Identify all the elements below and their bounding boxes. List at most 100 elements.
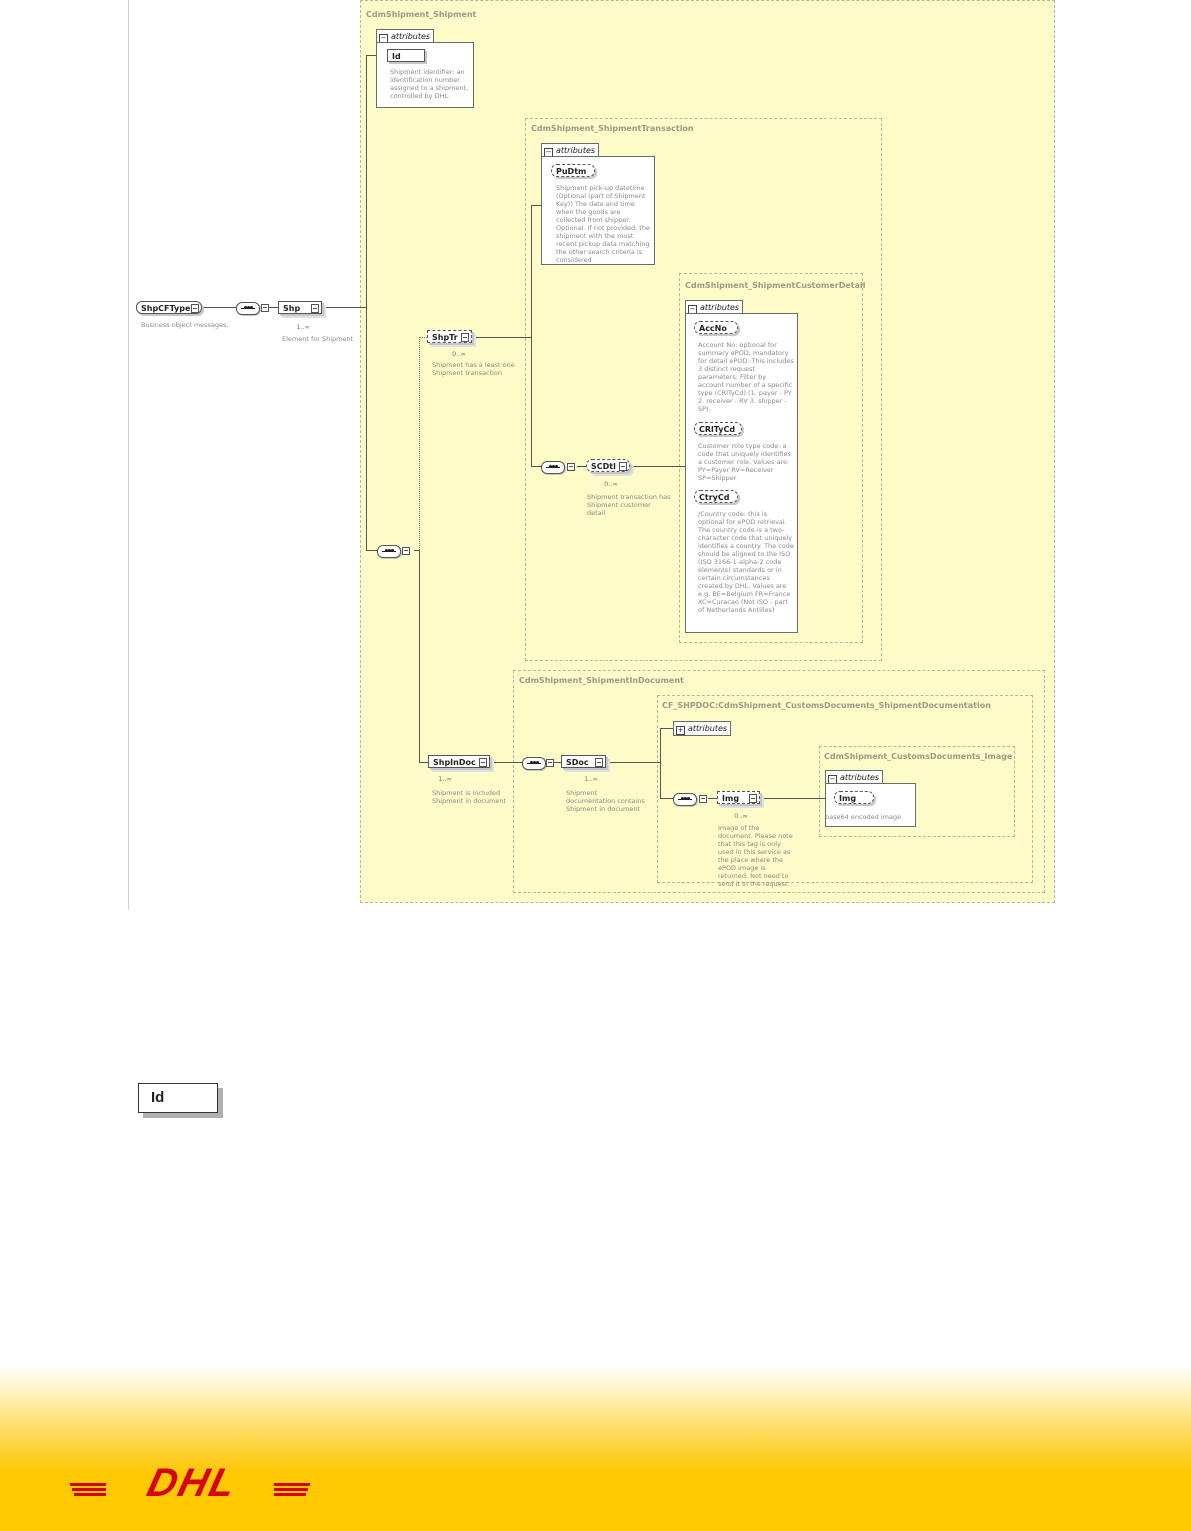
connector-tr-seq: [531, 466, 541, 467]
connector-shp-out: [322, 307, 366, 308]
expand-icon: [461, 333, 469, 342]
sequence-compositor[interactable]: [522, 757, 546, 770]
attributes-label: attributes: [840, 773, 880, 782]
node-shptr[interactable]: ShpTr: [427, 330, 472, 343]
node-shpcftype-desc: Business object messages.: [141, 321, 229, 329]
node-img-card: 0..∞: [734, 812, 748, 820]
connector-doc-attrs: [660, 728, 673, 729]
customer-attributes-box: [685, 313, 798, 633]
sequence-expand-icon[interactable]: [402, 547, 410, 555]
sequence-compositor[interactable]: [236, 302, 260, 315]
connector-branch-shpindoc: [419, 550, 420, 762]
connector-seq4-sdoc: [554, 762, 561, 763]
attr-id[interactable]: Id: [387, 49, 425, 62]
connector-doc-trunk: [660, 728, 661, 798]
node-shpindoc-desc: Shipment is included Shipment in documen…: [432, 789, 507, 805]
sequence-expand-icon[interactable]: [699, 795, 707, 803]
transaction-attributes-box: [541, 156, 655, 265]
sequence-expand-icon[interactable]: [261, 304, 269, 312]
customer-attributes-tab[interactable]: −attributes: [685, 300, 744, 314]
node-scdtl-desc: Shipment transaction has Shipment custom…: [587, 493, 671, 517]
node-shp[interactable]: Shp: [278, 301, 322, 314]
attributes-label: attributes: [391, 32, 431, 41]
dhl-logo: DHL: [70, 1460, 310, 1505]
customs-group-title: CF_SHPDOC:CdmShipment_CustomsDocuments_S…: [662, 701, 991, 710]
connector-branch-shptr: [419, 337, 420, 550]
connector-scdtl-out: [630, 466, 685, 467]
sequence-expand-icon[interactable]: [567, 463, 575, 471]
expand-icon: [479, 758, 487, 767]
attributes-label: attributes: [688, 724, 728, 733]
attr-img-desc: base64 encoded image: [825, 813, 902, 821]
connector-shptr-out: [472, 337, 531, 338]
attr-pudtm[interactable]: PuDtm: [551, 164, 595, 177]
connector-tr-attrs: [531, 205, 541, 206]
node-scdtl-card: 0..∞: [604, 480, 618, 488]
node-shp-desc: Element for Shipment: [282, 335, 354, 343]
expand-icon: [619, 462, 627, 471]
node-img[interactable]: Img: [717, 791, 760, 804]
diagram-left-border: [128, 0, 129, 910]
connector-to-seq2: [366, 550, 377, 551]
node-img-desc: Image of the document. Please note that …: [718, 824, 793, 888]
expand-icon: [311, 304, 319, 313]
customs-attributes-tab[interactable]: +attributes: [673, 721, 732, 736]
connector-seq5-img: [708, 798, 717, 799]
attr-crltycd-desc: Customer role type code: a code that uni…: [698, 442, 791, 482]
connector-tr-trunk: [531, 205, 532, 467]
customer-group-border: [679, 273, 863, 643]
footer-band: [0, 1365, 1191, 1531]
connector-sdoc-out: [606, 762, 660, 763]
connector-trunk: [366, 55, 367, 550]
transaction-group-border: [525, 118, 882, 661]
node-shpcftype[interactable]: ShpCFType: [136, 301, 202, 314]
shipment-attributes-tab[interactable]: −attributes: [376, 29, 435, 43]
image-group-title: CdmShipment_CustomsDocuments_Image: [824, 752, 1013, 761]
indoc-group-title: CdmShipment_ShipmentInDocument: [519, 676, 684, 685]
customer-group-title: CdmShipment_ShipmentCustomerDetail: [685, 281, 866, 290]
connector-seq2-out: [414, 550, 420, 551]
connector-to-shpindoc: [419, 762, 428, 763]
sequence-compositor[interactable]: [541, 461, 565, 474]
indoc-group-border: [513, 670, 1045, 893]
attr-ctrycd[interactable]: CtryCd: [694, 490, 738, 503]
sequence-compositor[interactable]: [673, 793, 697, 806]
node-shpindoc-card: 1..∞: [438, 775, 452, 783]
connector-img-out: [760, 798, 825, 799]
node-shp-card: 1..∞: [296, 323, 310, 331]
connector-seq-shp: [266, 307, 278, 308]
node-shpindoc[interactable]: ShpInDoc: [428, 755, 490, 768]
node-scdtl[interactable]: SCDtl: [586, 459, 630, 472]
expand-icon: [749, 794, 757, 803]
transaction-group-title: CdmShipment_ShipmentTransaction: [531, 124, 694, 133]
attributes-label: attributes: [556, 146, 596, 155]
attr-id-desc: Shipment identifier: an identification n…: [390, 68, 469, 100]
image-attributes-tab[interactable]: −attributes: [825, 770, 884, 784]
attr-img[interactable]: Img: [834, 791, 874, 804]
node-sdoc-desc: Shipment documentation contains Shipment…: [566, 789, 645, 813]
node-sdoc[interactable]: SDoc: [561, 755, 606, 768]
connector-to-attrs: [366, 55, 376, 56]
dhl-logo-text: DHL: [143, 1461, 242, 1501]
shipment-group-border: [360, 0, 1055, 903]
connector-root-seq: [203, 307, 236, 308]
image-attributes-box: [825, 783, 916, 827]
attr-crltycd[interactable]: CRlTyCd: [694, 422, 742, 435]
customs-group-border: [657, 695, 1033, 883]
connector-doc-seq: [660, 798, 673, 799]
sequence-expand-icon[interactable]: [546, 759, 554, 767]
attr-ctrycd-desc: /Country code: this is optional for ePOD…: [698, 510, 794, 614]
connector-seq3-scdtl: [577, 466, 586, 467]
dhl-logo-mark: DHL: [70, 1460, 310, 1505]
expand-icon: [191, 304, 199, 313]
attr-accno[interactable]: AccNo: [694, 321, 738, 334]
connector-shpindoc-out: [490, 762, 522, 763]
transaction-attributes-tab[interactable]: −attributes: [541, 143, 600, 157]
attr-pudtm-desc: Shipment pick-up datetime (Optional (par…: [556, 184, 650, 264]
node-shptr-card: 0..∞: [452, 350, 466, 358]
connector-to-shptr: [419, 337, 427, 338]
expand-icon: [595, 758, 603, 767]
attr-accno-desc: Account No: optional for summary ePOD, m…: [698, 341, 794, 413]
detail-id-element[interactable]: Id: [138, 1083, 218, 1113]
sequence-compositor[interactable]: [377, 545, 401, 558]
